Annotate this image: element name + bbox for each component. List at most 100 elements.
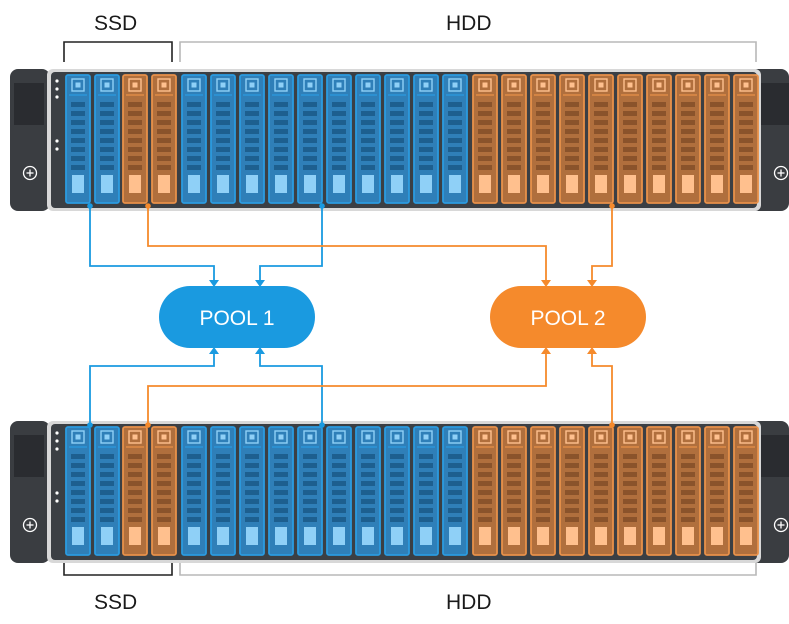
drive-bay-orange — [501, 426, 527, 556]
drive-vent — [565, 490, 579, 495]
drive-latch-icon — [100, 78, 114, 92]
drive-vent — [739, 147, 753, 152]
drive-vent — [478, 111, 492, 116]
drive-vent — [100, 120, 114, 125]
drive-vent — [478, 156, 492, 161]
connection-dot — [145, 203, 151, 209]
bottom-ssd-label: SSD — [94, 591, 138, 614]
drive-vent — [448, 517, 462, 522]
drive-vent — [623, 156, 637, 161]
drive-vent — [390, 129, 404, 134]
drive-vent — [710, 156, 724, 161]
drive-light-panel — [72, 527, 84, 545]
drive-vent — [419, 481, 433, 486]
drive-vent — [390, 138, 404, 143]
drive-light-panel — [479, 527, 491, 545]
ear-slot-right — [760, 83, 789, 125]
drive-bay-blue — [239, 426, 265, 556]
drive-vent — [594, 102, 608, 107]
drive-vent — [332, 111, 346, 116]
drive-vent — [71, 120, 85, 125]
drive-vent — [739, 156, 753, 161]
drive-vent — [216, 481, 230, 486]
drive-vent — [448, 499, 462, 504]
drive-vent — [623, 454, 637, 459]
drive-latch-icon — [565, 78, 579, 92]
drive-latch-dot — [569, 82, 575, 88]
drive-vent — [565, 481, 579, 486]
bottom-server — [10, 421, 789, 563]
drive-vent — [710, 147, 724, 152]
drive-vent — [303, 463, 317, 468]
drive-vent — [187, 111, 201, 116]
arrow-down-icon — [255, 280, 265, 287]
status-led — [55, 491, 59, 495]
drive-light-panel — [740, 527, 752, 545]
drive-vent — [71, 499, 85, 504]
drive-vent — [216, 111, 230, 116]
drive-vent — [594, 156, 608, 161]
drive-light-panel — [653, 527, 665, 545]
drive-light-panel — [624, 527, 636, 545]
drive-vent — [739, 508, 753, 513]
drive-latch-icon — [681, 430, 695, 444]
drive-latch-icon — [623, 430, 637, 444]
drive-vent — [128, 472, 142, 477]
drive-vent — [681, 481, 695, 486]
drive-vent — [710, 454, 724, 459]
drive-vent — [361, 138, 375, 143]
drive-bay-orange — [617, 426, 643, 556]
drive-vent — [274, 147, 288, 152]
drive-vent — [478, 490, 492, 495]
drive-vent — [157, 156, 171, 161]
drive-vent — [245, 499, 259, 504]
drive-bay-blue — [268, 426, 294, 556]
drive-latch-dot — [104, 434, 110, 440]
drive-vent — [419, 129, 433, 134]
drive-vent — [739, 517, 753, 522]
pool-1-label: POOL 1 — [199, 307, 274, 330]
drive-vent — [245, 463, 259, 468]
drive-vent — [710, 165, 724, 170]
drive-latch-icon — [390, 430, 404, 444]
drive-vent — [478, 517, 492, 522]
drive-vent — [681, 111, 695, 116]
drive-vent — [157, 129, 171, 134]
drive-latch-dot — [104, 82, 110, 88]
drive-vent — [71, 138, 85, 143]
drive-vent — [478, 138, 492, 143]
drive-vent — [128, 463, 142, 468]
drive-vent — [100, 463, 114, 468]
drive-bay-blue — [297, 426, 323, 556]
drive-light-panel — [624, 175, 636, 193]
drive-latch-dot — [307, 434, 313, 440]
drive-vent — [245, 490, 259, 495]
drive-bay-orange — [704, 74, 730, 204]
drive-vent — [245, 472, 259, 477]
drive-vent — [623, 481, 637, 486]
connection-dot — [319, 203, 325, 209]
drive-bay-orange — [617, 74, 643, 204]
drive-light-panel — [129, 527, 141, 545]
drive-vent — [128, 490, 142, 495]
drive-vent — [739, 481, 753, 486]
drive-latch-dot — [423, 82, 429, 88]
drive-vent — [594, 508, 608, 513]
drive-vent — [245, 156, 259, 161]
drive-vent — [361, 463, 375, 468]
drive-vent — [739, 165, 753, 170]
drive-vent — [507, 129, 521, 134]
drive-vent — [565, 129, 579, 134]
drive-vent — [216, 454, 230, 459]
drive-latch-icon — [303, 430, 317, 444]
drive-vent — [274, 129, 288, 134]
drive-vent — [681, 454, 695, 459]
drive-latch-icon — [71, 430, 85, 444]
drive-vent — [245, 165, 259, 170]
drive-latch-icon — [652, 430, 666, 444]
status-led — [55, 95, 59, 99]
drive-vent — [710, 508, 724, 513]
drive-vent — [390, 147, 404, 152]
drive-vent — [71, 111, 85, 116]
drive-vent — [128, 165, 142, 170]
